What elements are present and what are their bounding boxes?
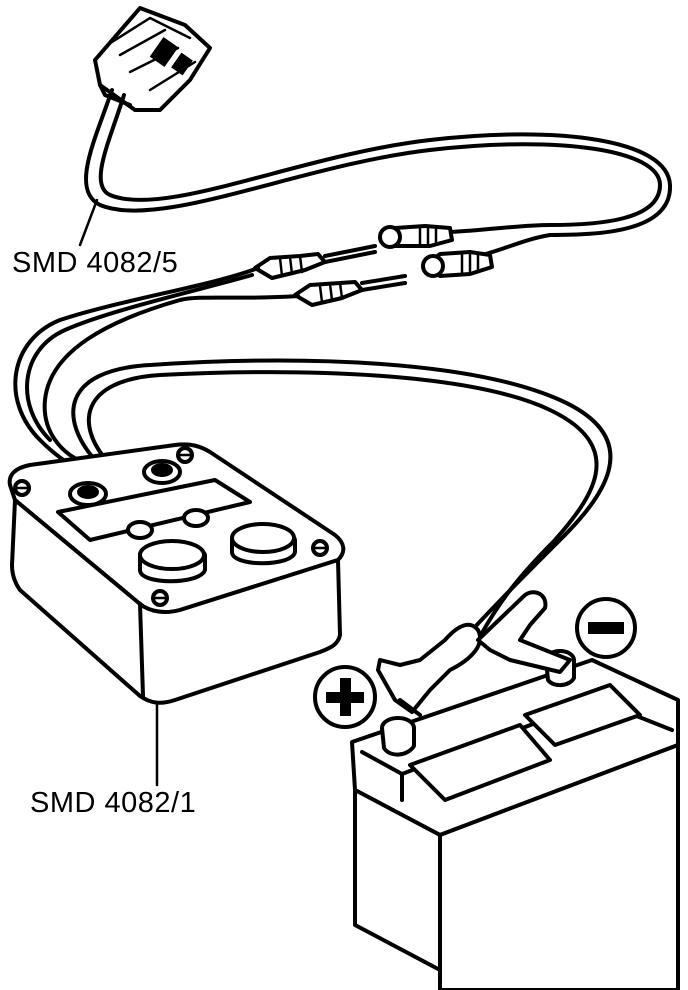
adapter-cable-label: SMD 4082/5 [12, 247, 179, 279]
negative-symbol-icon [575, 597, 637, 659]
adapter-cable [78, 88, 673, 247]
test-box [7, 442, 346, 787]
male-plug-pair [253, 244, 407, 307]
battery [350, 649, 680, 990]
positive-clamp [376, 622, 482, 717]
positive-symbol-icon [313, 665, 377, 729]
test-box-label: SMD 4082/1 [30, 787, 197, 819]
test-box-cable [13, 266, 613, 662]
female-socket-pair [378, 223, 552, 278]
negative-clamp [476, 590, 572, 674]
